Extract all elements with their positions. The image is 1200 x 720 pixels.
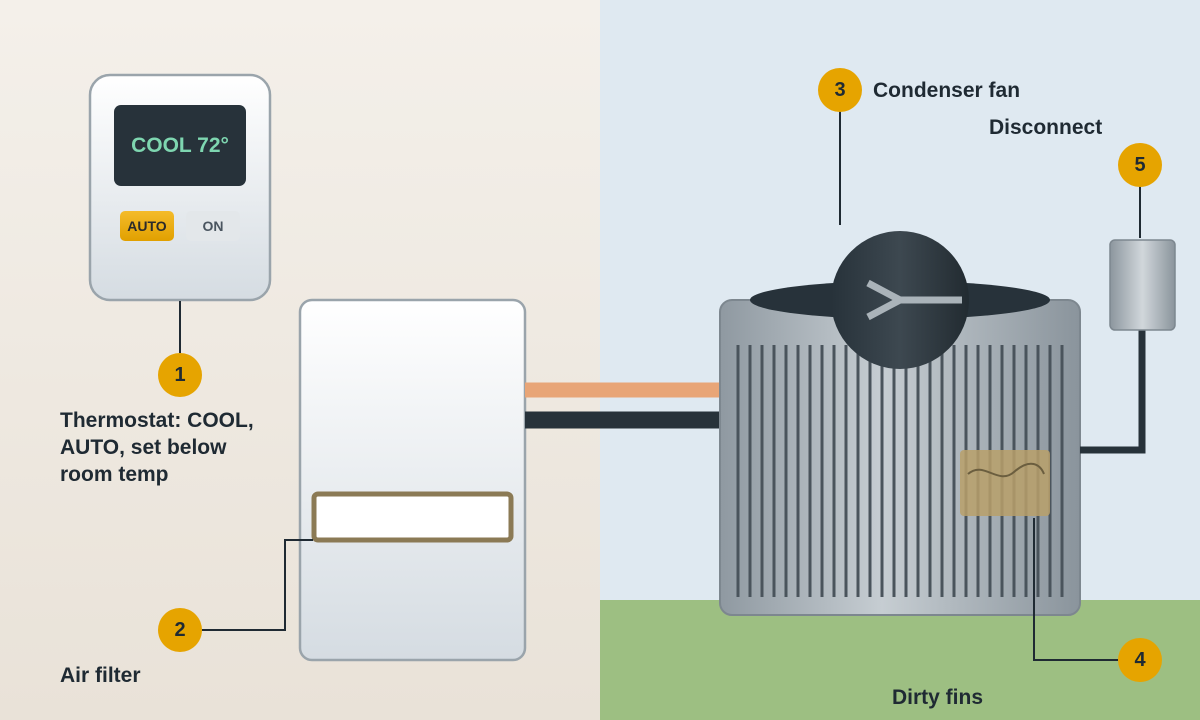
fan-blade-icon — [866, 279, 962, 321]
leader-line-2 — [202, 539, 313, 631]
air-handler — [298, 298, 527, 662]
callout-label-condenser-fan: Condenser fan — [873, 79, 1021, 102]
disconnect-conduit — [1080, 330, 1146, 454]
thermostat-auto-button[interactable]: AUTO — [120, 211, 174, 241]
callout-label-disconnect: Disconnect — [989, 116, 1103, 139]
condenser-fins — [736, 345, 1064, 597]
dirty-fins-patch — [960, 450, 1050, 516]
callout-label-air-filter: Air filter — [60, 664, 141, 687]
callout-badge-3: 3 — [818, 68, 862, 112]
callout-label-dirty-fins: Dirty fins — [892, 686, 984, 709]
callout-badge-5: 5 — [1118, 143, 1162, 187]
disconnect-box — [1109, 239, 1176, 331]
thermostat-on-button[interactable]: ON — [186, 211, 240, 241]
leader-line-4 — [1033, 518, 1118, 661]
dirt-streak — [967, 462, 1045, 478]
callout-badge-4: 4 — [1118, 638, 1162, 682]
thermostat-display: COOL 72° — [114, 105, 246, 186]
callout-badge-2: 2 — [158, 608, 202, 652]
callout-badge-1: 1 — [158, 353, 202, 397]
air-filter — [311, 491, 514, 543]
callout-label-thermostat: Thermostat: COOL, AUTO, set below room t… — [60, 409, 254, 486]
